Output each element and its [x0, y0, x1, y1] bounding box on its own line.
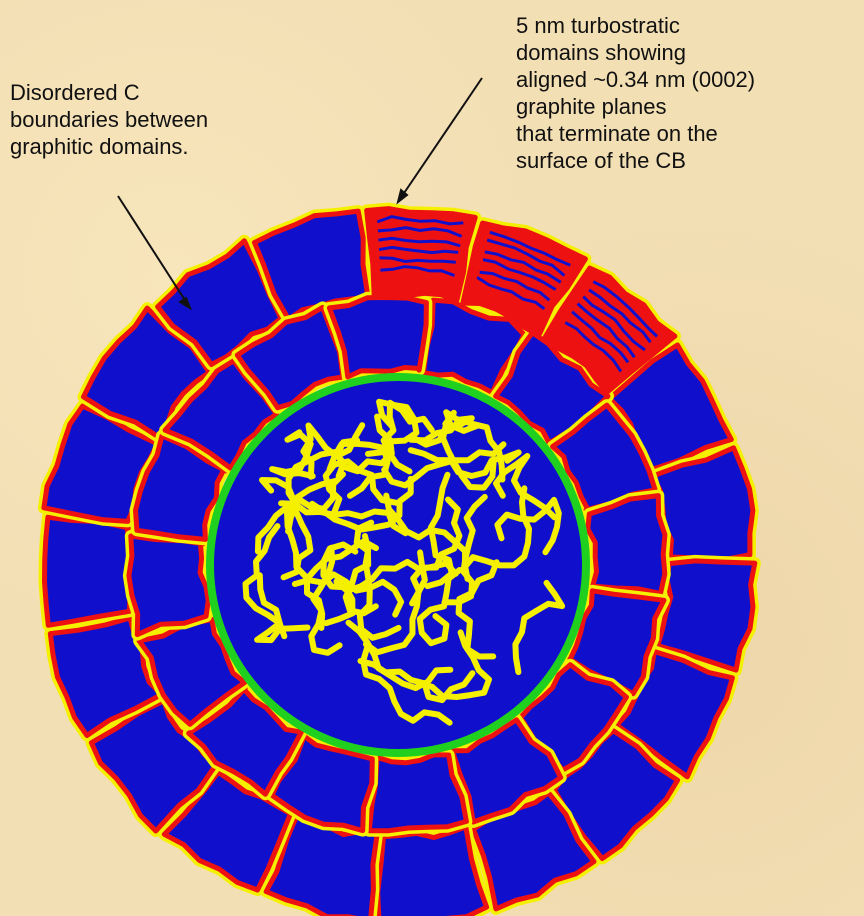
middle-domain [369, 755, 466, 831]
middle-domain [129, 536, 208, 635]
domains-annotation-line: surface of the CB [516, 147, 755, 174]
amorphous-core [210, 377, 586, 753]
boundaries-annotation-line: graphitic domains. [10, 133, 208, 160]
middle-domain [329, 298, 426, 377]
outer-domain [45, 517, 131, 625]
domains-annotation: 5 nm turbostratic domains showing aligne… [516, 12, 755, 174]
boundary-arrow [118, 196, 190, 308]
domains-annotation-line: graphite planes [516, 93, 755, 120]
outer-domain [378, 827, 487, 916]
domains-annotation-line: 5 nm turbostratic [516, 12, 755, 39]
domains-annotation-line: aligned ~0.34 nm (0002) [516, 66, 755, 93]
domain-arrow [398, 78, 482, 202]
middle-domain [588, 496, 665, 594]
domains-annotation-line: that terminate on the [516, 120, 755, 147]
boundaries-annotation-line: boundaries between [10, 106, 208, 133]
boundaries-annotation: Disordered C boundaries between graphiti… [10, 79, 208, 160]
domains-annotation-line: domains showing [516, 39, 755, 66]
boundaries-annotation-line: Disordered C [10, 79, 208, 106]
